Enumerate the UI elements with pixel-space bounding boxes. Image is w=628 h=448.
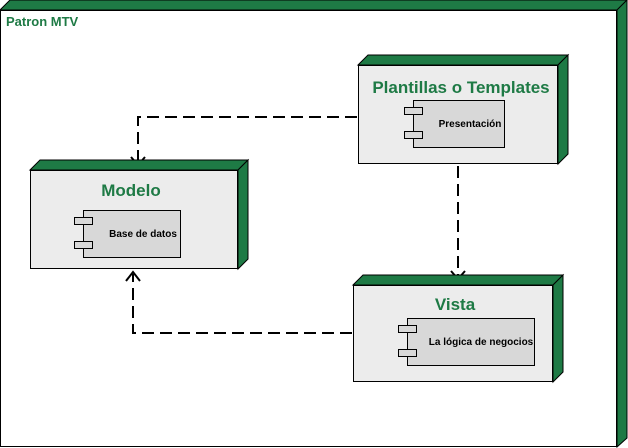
arrowhead-model-bottom <box>125 270 141 282</box>
connector-view-to-model <box>132 274 352 334</box>
node-vista[interactable]: Vista La lógica de negocios <box>351 273 565 384</box>
frame-title: Patron MTV <box>6 14 79 29</box>
component-port-icon <box>404 107 423 115</box>
node-modelo-title: Modelo <box>101 181 161 200</box>
component-port-icon <box>398 349 417 357</box>
component-port-icon <box>74 241 93 249</box>
component-logica-de-negocios-label: La lógica de negocios <box>429 337 534 348</box>
connectors <box>132 116 459 334</box>
component-base-de-datos[interactable]: Base de datos <box>74 210 181 258</box>
component-base-de-datos-label: Base de datos <box>109 229 177 240</box>
component-logica-de-negocios[interactable]: La lógica de negocios <box>398 318 535 366</box>
component-presentacion-label: Presentación <box>439 119 502 130</box>
component-presentacion[interactable]: Presentación <box>404 100 505 148</box>
connector-templates-to-model <box>137 116 357 164</box>
node-modelo[interactable]: Modelo Base de datos <box>28 158 250 271</box>
node-templates[interactable]: Plantillas o Templates Presentación <box>356 53 570 166</box>
node-vista-title: Vista <box>435 295 476 314</box>
component-port-icon <box>404 131 423 139</box>
component-port-icon <box>398 325 417 333</box>
node-templates-title: Plantillas o Templates <box>372 78 549 97</box>
component-port-icon <box>74 217 93 225</box>
